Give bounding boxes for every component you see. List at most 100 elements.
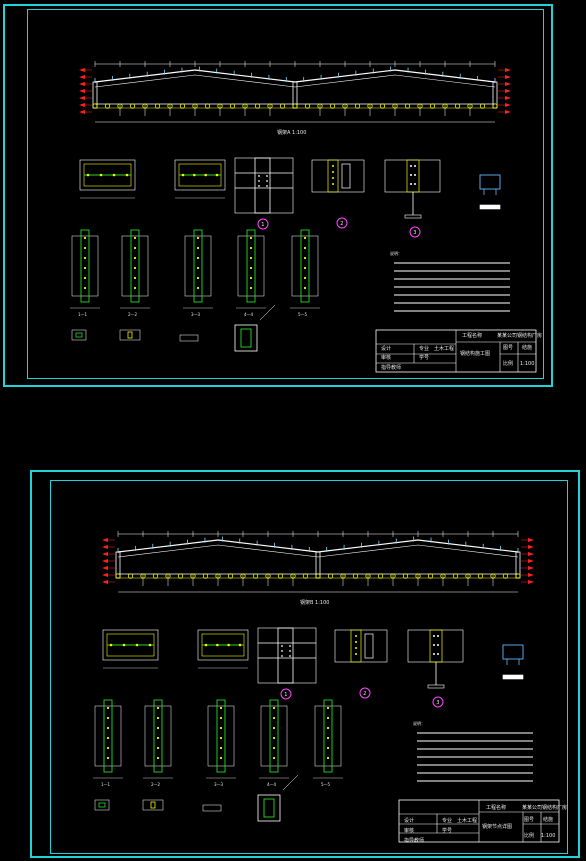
- tb-design-label: 设计: [404, 818, 415, 824]
- bolt-marker: [490, 573, 496, 579]
- bolt: [112, 173, 116, 177]
- level-marker: [79, 68, 85, 72]
- section-label: 3—3: [191, 312, 201, 317]
- bolt: [289, 645, 291, 647]
- bolt: [326, 746, 330, 750]
- bolt: [332, 177, 334, 179]
- stiffener: [364, 633, 374, 659]
- bolt: [272, 726, 276, 730]
- bolt: [196, 246, 200, 250]
- detail-number-circle: [359, 687, 371, 699]
- bolt-marker: [104, 103, 111, 109]
- tb-scale-value: 1:100: [520, 361, 535, 367]
- bolt: [83, 246, 87, 250]
- column-web: [277, 627, 294, 684]
- bolt-marker: [327, 573, 334, 579]
- bolt: [135, 643, 139, 647]
- bolt: [414, 174, 416, 176]
- bolt: [196, 236, 200, 240]
- bolt: [303, 236, 307, 240]
- bolt: [219, 756, 223, 760]
- bolt: [215, 173, 219, 177]
- anchor-bolt-detail: [479, 174, 501, 190]
- bolt: [193, 173, 196, 177]
- tb-project-label: 工程名称: [462, 333, 483, 339]
- bolt-marker: [365, 573, 371, 579]
- bolt: [433, 644, 435, 646]
- bolt-marker: [292, 103, 298, 109]
- bolt-marker: [402, 573, 409, 579]
- bolt: [106, 736, 110, 740]
- bolt: [133, 256, 137, 260]
- section-label: 1—1: [101, 782, 111, 787]
- bolt: [249, 276, 253, 280]
- bolt: [433, 635, 435, 637]
- detail-frame: [384, 159, 441, 193]
- bolt: [410, 174, 412, 176]
- bolt-marker: [154, 103, 161, 109]
- bolt: [133, 236, 137, 240]
- tb-major-label: 专业: [442, 818, 453, 824]
- plate-member: [98, 802, 106, 808]
- bolt: [272, 746, 276, 750]
- bolt-marker: [252, 573, 259, 579]
- bolt: [133, 246, 137, 250]
- leader-line: [282, 774, 299, 791]
- bolt: [303, 276, 307, 280]
- section-frame: [260, 705, 288, 767]
- section-label: 5—5: [298, 312, 308, 317]
- base-plate: [404, 214, 422, 219]
- level-marker: [79, 75, 85, 79]
- anchor-bolt-detail: [502, 644, 524, 660]
- bolt: [355, 647, 357, 649]
- bolt: [106, 746, 110, 750]
- connection-plate: [263, 798, 275, 818]
- tb-scale-value: 1:100: [541, 833, 556, 839]
- bolt-marker: [427, 573, 434, 579]
- bolt: [249, 236, 253, 240]
- bolt: [133, 266, 137, 270]
- tb-teacher-label: 指导教师: [404, 838, 425, 844]
- bolt: [106, 726, 110, 730]
- level-marker: [102, 538, 108, 542]
- bolt-marker: [265, 573, 271, 579]
- section-frame: [121, 235, 149, 297]
- detail-number: 2: [363, 691, 366, 697]
- bolt-marker: [115, 573, 121, 579]
- bolt: [355, 635, 357, 637]
- section-outline: [102, 629, 159, 661]
- bolt: [281, 655, 283, 657]
- tb-id-label: 学号: [442, 828, 453, 834]
- bolt-marker: [492, 103, 498, 109]
- bolt: [332, 165, 334, 167]
- bolt: [106, 706, 110, 710]
- bolt-marker: [354, 103, 361, 109]
- section-frame: [207, 705, 235, 767]
- bolt-marker: [140, 573, 146, 579]
- bolt-marker: [242, 103, 248, 109]
- bolt-marker: [429, 103, 436, 109]
- bolt-marker: [167, 103, 173, 109]
- tb-drawing-name: 钢架节点详图: [482, 824, 513, 830]
- section-frame: [184, 235, 212, 297]
- plate-member: [127, 331, 133, 339]
- bolt: [156, 736, 160, 740]
- bolt-marker: [392, 103, 398, 109]
- level-marker: [528, 573, 534, 577]
- bolt-marker: [454, 103, 461, 109]
- level-marker: [102, 573, 108, 577]
- section-frame: [71, 235, 99, 297]
- bolt-marker: [329, 103, 336, 109]
- legend-bar: [479, 204, 501, 210]
- bolt: [258, 185, 260, 187]
- bolt-marker: [340, 573, 346, 579]
- end-plate: [327, 159, 339, 193]
- bolt: [83, 256, 87, 260]
- bolt: [196, 256, 200, 260]
- bolt: [83, 276, 87, 280]
- bolt: [326, 736, 330, 740]
- bolt: [266, 180, 268, 182]
- bolt: [106, 716, 110, 720]
- bolt-marker: [240, 573, 246, 579]
- bolt: [83, 266, 87, 270]
